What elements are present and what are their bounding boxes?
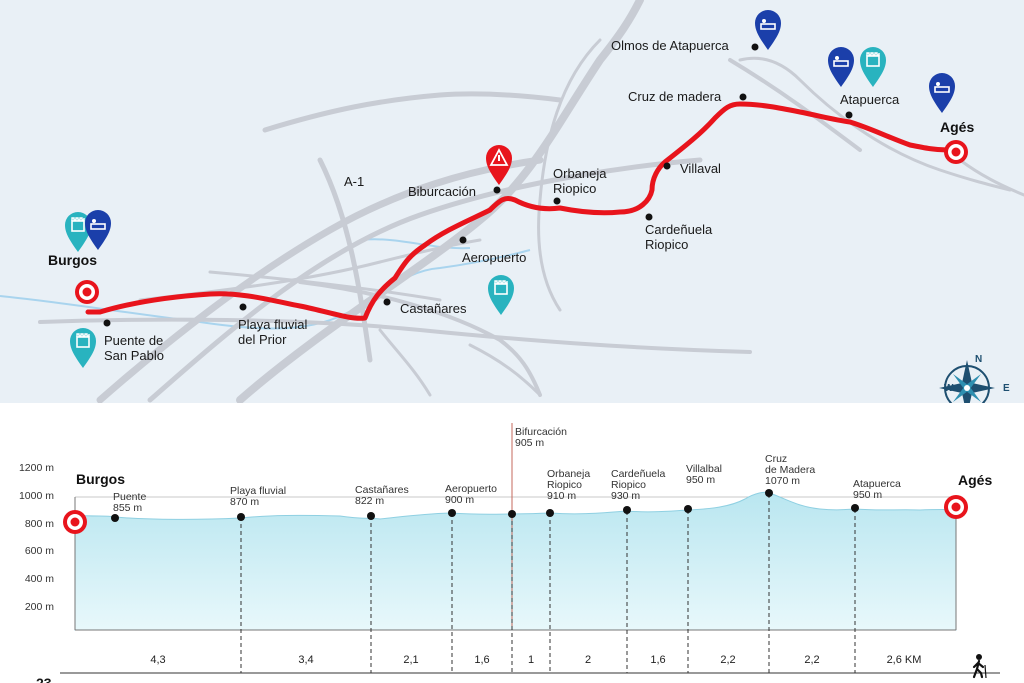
segment-distance: 2 xyxy=(584,654,592,666)
profile-point-name: Castañares xyxy=(355,484,409,496)
camino-route xyxy=(85,101,951,321)
profile-point-elev: 855 m xyxy=(113,502,143,514)
castle-pin-icon xyxy=(70,328,96,368)
castle-pin-icon xyxy=(488,275,514,315)
profile-point-name: Orbaneja Riopico xyxy=(547,468,591,491)
place-label-castanares: Castañares xyxy=(400,301,467,316)
segment-distance: 2,6 KM xyxy=(886,654,922,666)
castle-pin-icon xyxy=(65,212,91,252)
profile-point-elev: 930 m xyxy=(611,490,641,502)
profile-point-name: Cruz de Madera xyxy=(765,453,816,476)
profile-dots xyxy=(111,489,859,522)
place-label-aeropuerto: Aeropuerto xyxy=(462,250,527,265)
segment-distance: 4,3 xyxy=(150,654,166,666)
profile-point-name: Atapuerca xyxy=(853,478,901,490)
place-label-cruz: Cruz de madera xyxy=(628,89,722,104)
y-tick-200: 200 m xyxy=(24,601,54,613)
town-label-ages: Agés xyxy=(940,119,975,135)
compass-n: N xyxy=(975,354,983,365)
y-tick-800: 800 m xyxy=(24,518,54,530)
profile-point-name: Aeropuerto xyxy=(445,483,497,495)
segment-distance: 2,1 xyxy=(403,654,419,666)
target-icon-end xyxy=(944,495,968,519)
castle-pin-icon xyxy=(860,47,886,87)
map-canvas xyxy=(0,0,1024,403)
total-distance: 23 KM xyxy=(36,661,52,683)
hotel-pin-icon xyxy=(828,47,854,87)
profile-point-elev: 950 m xyxy=(853,489,883,501)
profile-point-elev: 822 m xyxy=(355,495,385,507)
target-icon-start xyxy=(63,510,87,534)
place-label-cardenuela: Cardeñuela Riopico xyxy=(645,222,713,252)
profile-point-name: Villalbal xyxy=(686,463,722,475)
section-lines xyxy=(240,494,856,673)
segment-distance: 2,2 xyxy=(804,654,820,666)
place-label-playa: Playa fluvial del Prior xyxy=(238,317,308,347)
target-icon-ages xyxy=(944,140,968,164)
elevation-area xyxy=(74,491,957,631)
warning-pin-icon xyxy=(486,145,512,185)
segment-distance: 3,4 xyxy=(298,654,314,666)
elevation-profile: 1200 m 1000 m 800 m 600 m 400 m 200 m Bu… xyxy=(0,403,1024,683)
place-label-atapuerca: Atapuerca xyxy=(840,92,900,107)
profile-point-elev: 900 m xyxy=(445,494,475,506)
compass-icon xyxy=(939,360,995,403)
compass-e: E xyxy=(1003,383,1010,394)
profile-end-label: Agés xyxy=(958,472,993,488)
profile-point-elev: 870 m xyxy=(230,496,260,508)
profile-point-name: Cardeñuela Riopico xyxy=(611,468,666,491)
town-label-burgos: Burgos xyxy=(48,252,97,268)
hotel-pin-icon xyxy=(929,73,955,113)
y-tick-1200: 1200 m xyxy=(18,462,54,474)
place-label-puente: Puente de San Pablo xyxy=(104,333,164,363)
compass-w: W xyxy=(944,383,954,394)
total-distance-value: 23 xyxy=(36,675,52,683)
profile-point-elev: 1070 m xyxy=(765,475,801,487)
pins xyxy=(65,10,955,368)
profile-point-elev: 905 m xyxy=(515,437,545,449)
segment-distance: 1 xyxy=(527,654,535,666)
profile-canvas xyxy=(60,423,1000,679)
place-label-orbaneja: Orbaneja Riopico xyxy=(553,166,607,196)
route-map: Burgos Agés Puente de San Pablo Playa fl… xyxy=(0,0,1024,403)
y-tick-600: 600 m xyxy=(24,545,54,557)
roads xyxy=(38,0,1024,403)
profile-point-name: Bifurcación xyxy=(515,426,567,438)
hotel-pin-icon xyxy=(755,10,781,50)
profile-point-elev: 910 m xyxy=(547,490,577,502)
hotel-pin-icon xyxy=(85,210,111,250)
waypoint-dots xyxy=(103,43,853,327)
road-label-a1: A-1 xyxy=(344,174,365,189)
y-tick-1000: 1000 m xyxy=(18,490,54,502)
profile-start-label: Burgos xyxy=(76,471,125,487)
profile-point-elev: 950 m xyxy=(686,474,716,486)
target-icon-burgos xyxy=(75,280,99,304)
place-label-villaval: Villaval xyxy=(680,161,721,176)
hiker-icon xyxy=(972,654,987,679)
place-label-olmos: Olmos de Atapuerca xyxy=(611,38,729,53)
segment-distance: 1,6 xyxy=(650,654,666,666)
profile-point-name: Puente xyxy=(113,491,147,503)
place-label-biburcacion: Biburcación xyxy=(408,184,476,199)
profile-point-name: Playa fluvial xyxy=(230,485,287,497)
segment-distance: 2,2 xyxy=(720,654,736,666)
y-tick-400: 400 m xyxy=(24,573,54,585)
segment-distance: 1,6 xyxy=(474,654,490,666)
